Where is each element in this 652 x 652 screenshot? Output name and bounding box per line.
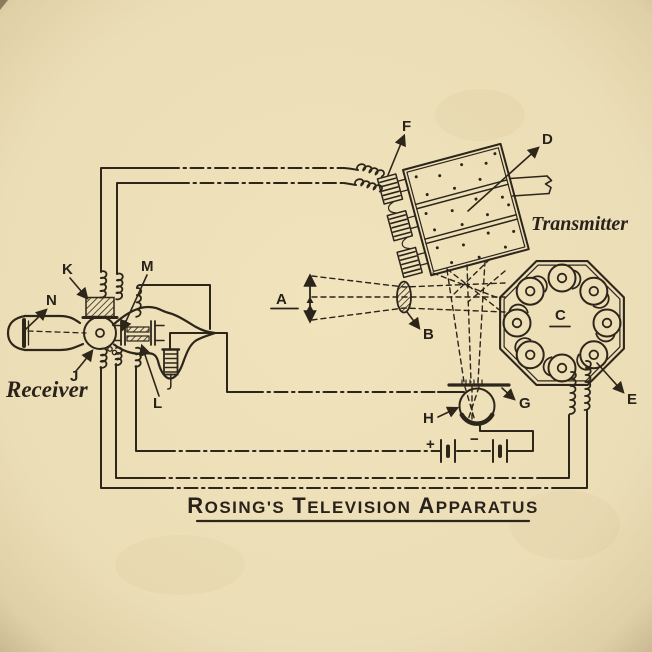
corner-mark [0, 0, 8, 10]
